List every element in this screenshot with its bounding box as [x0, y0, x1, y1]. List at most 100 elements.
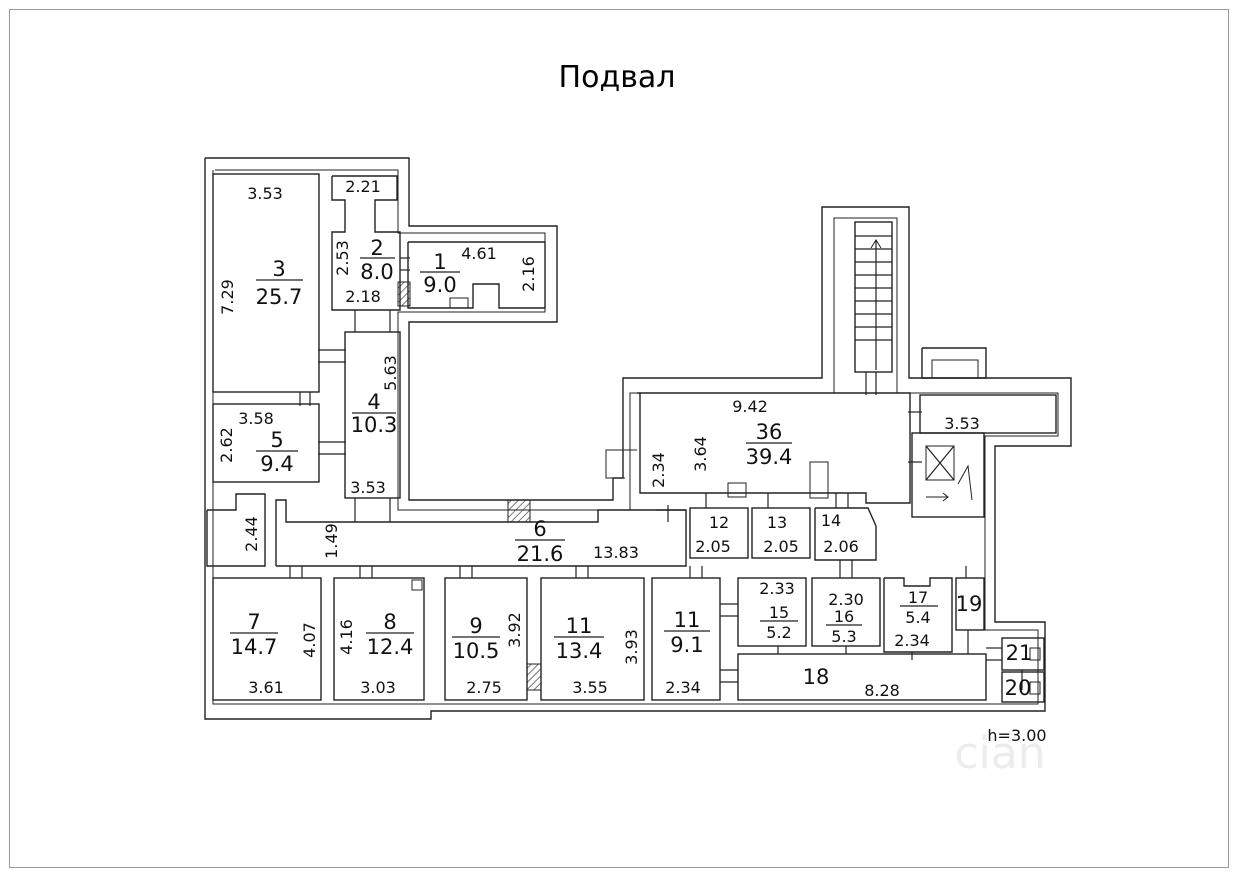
niche-r1 — [449, 297, 469, 309]
room-8-area: 12.4 — [367, 635, 414, 659]
room-2-number: 2 — [370, 236, 383, 260]
room-12-number: 12 — [709, 513, 729, 532]
room-11a-area: 13.4 — [556, 639, 603, 663]
height-note: h=3.00 — [987, 726, 1046, 745]
vestibule-inner — [931, 359, 979, 379]
room-3 — [212, 173, 320, 393]
room-21-number: 21 — [1006, 641, 1033, 665]
dim-2-21: 2.21 — [345, 177, 381, 196]
drawing-frame — [9, 9, 1229, 868]
hatch-r11 — [526, 663, 542, 691]
room-2 — [331, 175, 401, 311]
door-marks — [289, 257, 1023, 690]
dim-4-07: 4.07 — [300, 622, 319, 658]
stair-arrow — [957, 464, 973, 501]
dim-5-63: 5.63 — [381, 355, 400, 391]
dim-3-55: 3.55 — [572, 678, 608, 697]
corridor-3-53 — [919, 394, 1057, 434]
room-36 — [637, 392, 911, 504]
dim-2-75: 2.75 — [466, 678, 502, 697]
room-17-area: 5.4 — [905, 608, 930, 627]
dim-2-06: 2.06 — [823, 537, 859, 556]
dim-2-34-r17: 2.34 — [894, 631, 930, 650]
room-2-area: 8.0 — [360, 260, 393, 284]
room-1-number: 1 — [433, 250, 446, 274]
dim-2-33: 2.33 — [759, 579, 795, 598]
dim-3-53-top: 3.53 — [247, 184, 283, 203]
room-18 — [737, 653, 987, 701]
dim-13-83: 13.83 — [593, 543, 639, 562]
room-8-number: 8 — [383, 610, 396, 634]
room-5 — [212, 403, 320, 483]
room-21 — [1001, 637, 1045, 671]
dim-4-16: 4.16 — [337, 619, 356, 655]
dim-3-61: 3.61 — [248, 678, 284, 697]
dim-2-16: 2.16 — [519, 256, 538, 292]
fraction-lines — [230, 257, 938, 638]
watermark-logo: cian — [954, 728, 1045, 779]
room-15-number: 15 — [769, 603, 789, 622]
room-12 — [689, 507, 749, 559]
dim-2-05-a: 2.05 — [695, 537, 731, 556]
dim-1-49: 1.49 — [322, 523, 341, 559]
dim-3-53-r4: 3.53 — [350, 478, 386, 497]
room-17 — [883, 577, 953, 653]
room-1 — [407, 241, 546, 309]
dim-2-34-r11: 2.34 — [665, 678, 701, 697]
hatch-r1 — [397, 281, 411, 307]
room-9-number: 9 — [469, 614, 482, 638]
room-8-niche — [411, 579, 423, 591]
dim-9-42: 9.42 — [732, 397, 768, 416]
dim-4-61: 4.61 — [461, 244, 497, 263]
room-11b-area: 9.1 — [670, 633, 703, 657]
elevator — [925, 445, 955, 481]
hatch-r6 — [507, 499, 531, 523]
room-5-number: 5 — [270, 428, 283, 452]
room-18-number: 18 — [803, 665, 830, 689]
room-9 — [444, 577, 528, 701]
dim-8-28: 8.28 — [864, 681, 900, 700]
room-15-area: 5.2 — [766, 623, 791, 642]
stair-shaft — [854, 221, 893, 373]
room-11b — [651, 577, 721, 701]
room-13 — [751, 507, 811, 559]
room-1-area: 9.0 — [423, 273, 456, 297]
plan-title: Подвал — [559, 60, 676, 95]
room-6-number: 6 — [533, 517, 546, 541]
room-16-area: 5.3 — [831, 627, 856, 646]
room-7-number: 7 — [247, 610, 260, 634]
dim-3-64: 3.64 — [691, 436, 710, 472]
room-6 — [275, 499, 687, 567]
room-4-number: 4 — [367, 390, 380, 414]
room-13-number: 13 — [767, 513, 787, 532]
dim-2-62: 2.62 — [217, 427, 236, 463]
room-4 — [344, 331, 401, 499]
room-11b-number: 11 — [674, 608, 701, 632]
room-17-number: 17 — [908, 588, 928, 607]
dim-3-03: 3.03 — [360, 678, 396, 697]
room-20 — [1001, 671, 1045, 703]
room-9-area: 10.5 — [453, 639, 500, 663]
dim-3-53-stair: 3.53 — [944, 414, 980, 433]
room-8 — [333, 577, 425, 701]
room-3-number: 3 — [272, 257, 285, 281]
room-7 — [212, 577, 322, 701]
room-5-area: 9.4 — [260, 452, 293, 476]
building-outline — [204, 157, 1072, 720]
dim-3-93: 3.93 — [622, 629, 641, 665]
dim-2-44: 2.44 — [242, 516, 261, 552]
room-14-number: 14 — [821, 511, 841, 530]
room-15 — [737, 577, 807, 647]
room-11a-number: 11 — [566, 614, 593, 638]
r36-step — [605, 449, 637, 479]
room-36-area: 39.4 — [746, 445, 793, 469]
dim-7-29: 7.29 — [218, 279, 237, 315]
dim-2-34-r36: 2.34 — [649, 452, 668, 488]
room-20-number: 20 — [1005, 676, 1032, 700]
room-11a — [540, 577, 645, 701]
stair-block — [911, 432, 985, 518]
room-19-number: 19 — [956, 592, 983, 616]
dim-2-53: 2.53 — [333, 240, 352, 276]
room-7-area: 14.7 — [231, 635, 278, 659]
